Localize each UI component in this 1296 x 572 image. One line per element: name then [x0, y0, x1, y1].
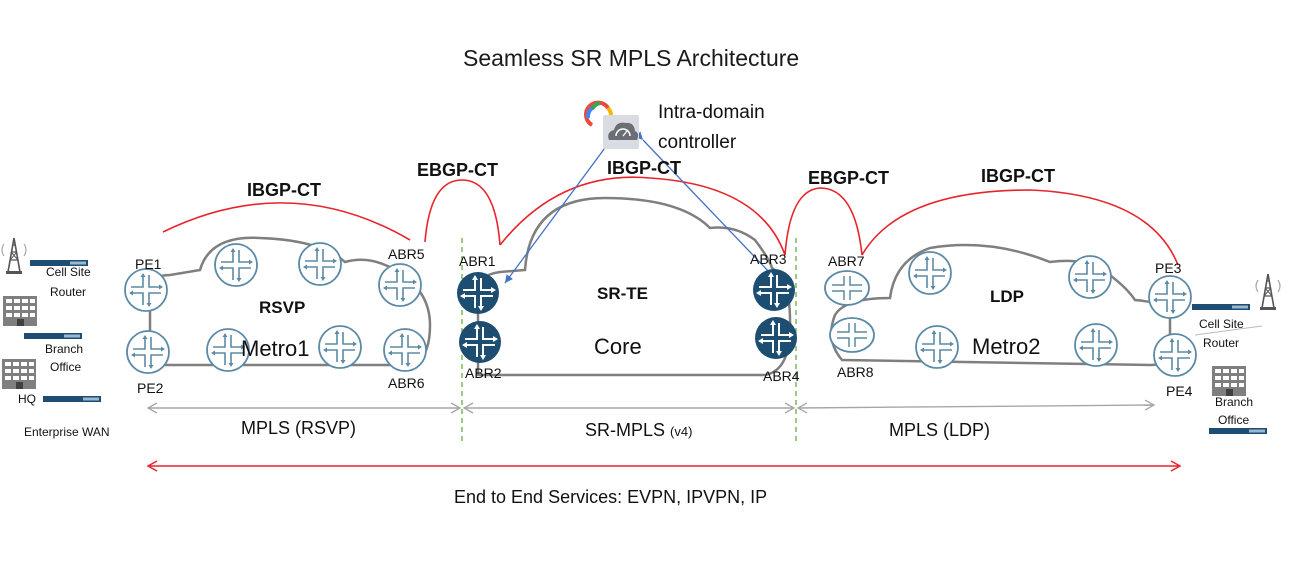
ebgp-left-arc: [424, 179, 501, 246]
metro2-name: Metro2: [972, 334, 1041, 359]
router-metro2-d: [1074, 323, 1118, 367]
ibgp-left-arc: [162, 202, 411, 241]
ebgp-right-arc: [784, 187, 863, 256]
router-metro1-b: [298, 242, 342, 286]
router-metro1-d: [318, 325, 362, 369]
metro2-protocol: LDP: [990, 287, 1024, 306]
ibgp-right-label: IBGP-CT: [981, 166, 1055, 186]
transport-core-label: SR-MPLS (v4): [585, 420, 692, 441]
label-abr2: ABR2: [465, 365, 502, 381]
left-hq-label: HQ: [18, 392, 36, 406]
label-abr3: ABR3: [750, 251, 787, 267]
label-pe2: PE2: [137, 380, 164, 396]
left-branch-line2: Office: [50, 360, 82, 374]
building-hq-icon: [2, 359, 36, 389]
router-metro2-a: [908, 251, 952, 295]
core-protocol: SR-TE: [597, 284, 648, 303]
label-pe1: PE1: [135, 256, 162, 272]
core-name: Core: [594, 334, 642, 359]
metro1-name: Metro1: [241, 336, 310, 361]
building-branch-left-icon: [3, 296, 37, 326]
label-abr7: ABR7: [828, 253, 865, 269]
right-branch-line1: Branch: [1215, 395, 1254, 409]
ibgp-right-arc: [861, 189, 1179, 266]
label-abr4: ABR4: [763, 368, 800, 384]
label-abr8: ABR8: [837, 364, 874, 380]
switch-cell-right-icon: [1192, 304, 1250, 310]
controller-label-line2: controller: [658, 132, 737, 153]
switch-branch-left-icon: [24, 333, 82, 339]
label-abr6: ABR6: [388, 375, 425, 391]
right-cell-site-line1: Cell Site: [1199, 317, 1244, 331]
router-metro2-b: [1068, 255, 1112, 299]
metro1-protocol: RSVP: [259, 298, 306, 317]
controller-icon: [584, 100, 639, 149]
controller-link-abr1: [504, 124, 624, 284]
ibgp-core-label: IBGP-CT: [607, 158, 681, 178]
router-abr1: [456, 271, 500, 315]
transport-left-label: MPLS (RSVP): [241, 418, 357, 438]
router-pe2: [126, 330, 170, 374]
label-abr1: ABR1: [459, 253, 496, 269]
switch-hq-icon: [43, 396, 101, 402]
label-abr5: ABR5: [388, 246, 425, 262]
building-branch-right-icon: [1212, 366, 1246, 396]
router-abr3: [752, 268, 796, 312]
router-abr8: [829, 317, 875, 353]
left-cell-site-line2: Router: [50, 285, 87, 299]
label-pe4: PE4: [1166, 383, 1193, 399]
left-cell-site-line1: Cell Site: [46, 265, 91, 279]
right-cell-site-line2: Router: [1203, 336, 1240, 350]
ebgp-left-label: EBGP-CT: [417, 160, 498, 180]
switch-branch-right-icon: [1209, 428, 1267, 434]
router-abr2: [458, 320, 502, 364]
transport-core-suffix: (v4): [670, 424, 693, 439]
ibgp-left-label: IBGP-CT: [247, 180, 321, 200]
enterprise-wan-label: Enterprise WAN: [24, 425, 110, 439]
controller-link-abr3: [634, 131, 773, 276]
ebgp-right-label: EBGP-CT: [808, 168, 889, 188]
router-pe4: [1153, 333, 1197, 377]
left-branch-line1: Branch: [45, 342, 84, 356]
right-branch-line2: Office: [1218, 413, 1250, 427]
controller-label-line1: Intra-domain: [658, 102, 765, 123]
span-arrow-ldp: [796, 399, 1156, 414]
router-metro1-a: [214, 243, 258, 287]
diagram-title: Seamless SR MPLS Architecture: [463, 45, 800, 71]
router-abr7: [824, 270, 870, 306]
cell-tower-right-icon: [1255, 273, 1281, 311]
transport-core-main: SR-MPLS: [585, 420, 666, 440]
label-pe3: PE3: [1155, 260, 1182, 276]
e2e-services-label: End to End Services: EVPN, IPVPN, IP: [454, 487, 768, 507]
router-abr4: [754, 316, 798, 360]
router-abr6: [383, 328, 427, 372]
cell-tower-left-icon: [1, 237, 27, 275]
router-pe1: [124, 268, 168, 312]
router-abr5: [378, 263, 422, 307]
router-metro2-c: [915, 325, 959, 369]
transport-right-label: MPLS (LDP): [889, 420, 991, 440]
router-pe3: [1148, 275, 1192, 319]
